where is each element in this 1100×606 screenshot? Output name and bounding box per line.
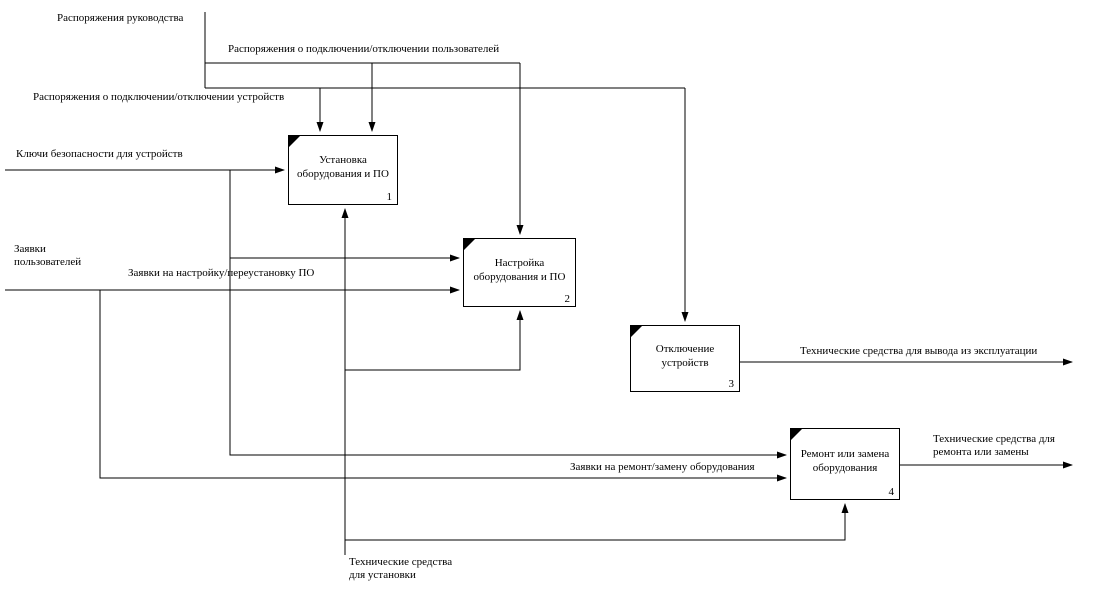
process-box-title: Установка оборудования и ПО [297,154,389,181]
process-box-number: 1 [386,191,393,203]
process-box-title: Ремонт или замена оборудования [800,448,890,475]
flow-label-management-orders: Распоряжения руководства [57,12,184,24]
flow-label-setup-requests: Заявки на настройку/переустановку ПО [128,267,315,279]
box-corner-fold-icon [791,429,802,440]
process-box-install: Установка оборудования и ПО 1 [288,135,398,205]
flow-label-repair-requests: Заявки на ремонт/замену оборудования [570,461,755,473]
box-corner-fold-icon [289,136,300,147]
flow-label-device-connect-orders: Распоряжения о подключении/отключении ус… [33,91,285,103]
process-box-configure: Настройка оборудования и ПО 2 [463,238,576,307]
process-box-number: 4 [888,486,895,498]
box-corner-fold-icon [631,326,642,337]
flow-label-install-input: Технические средства для установки [349,556,453,581]
flow-install-means-to-box4-arrow [345,503,849,541]
process-box-number: 2 [564,293,571,305]
process-box-disconnect: Отключение устройств 3 [630,325,740,392]
process-box-title: Настройка оборудования и ПО [473,256,566,283]
flow-install-means-to-box2-arrow [345,310,524,371]
flow-label-device-security-keys: Ключи безопасности для устройств [16,148,183,160]
flow-label-user-connect-orders: Распоряжения о подключении/отключении по… [228,43,500,55]
process-box-number: 3 [728,378,735,390]
flow-label-repair-output: Технические средства для ремонта или зам… [933,433,1055,458]
flow-label-decommission-output: Технические средства для вывода из экспл… [800,345,1038,357]
process-box-title: Отключение устройств [655,342,715,369]
process-box-repair: Ремонт или замена оборудования 4 [790,428,900,500]
flow-label-user-requests: Заявки пользователей [14,243,82,268]
box-corner-fold-icon [464,239,475,250]
